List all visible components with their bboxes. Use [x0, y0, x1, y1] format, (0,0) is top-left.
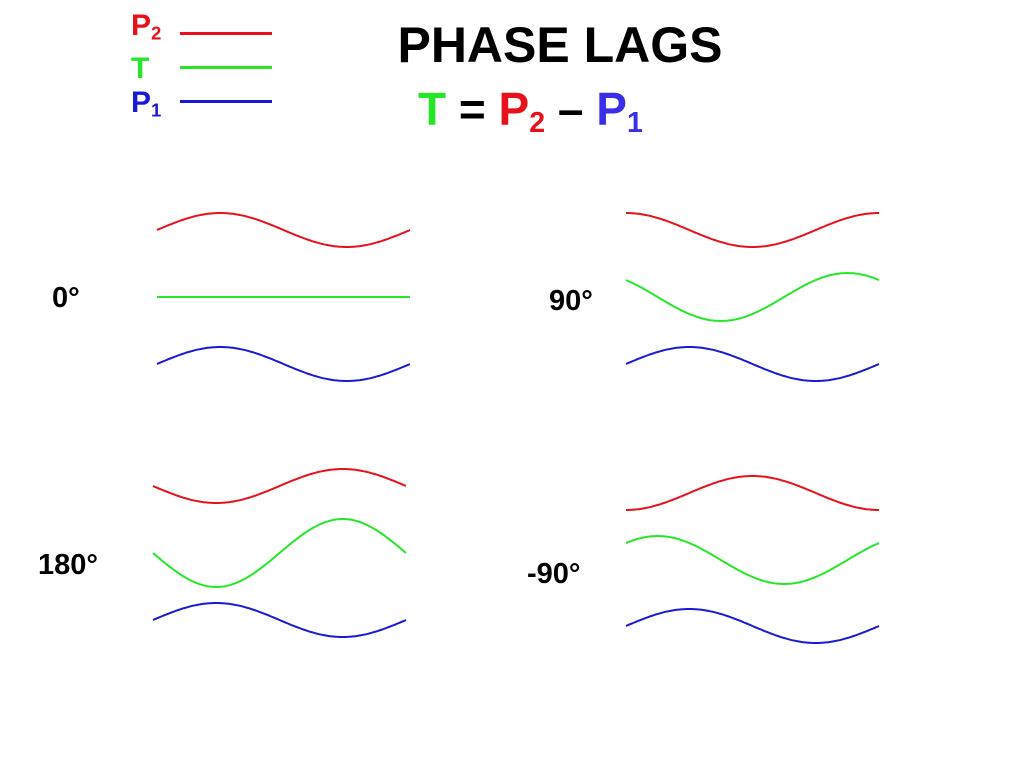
p1-wave-180: [152, 602, 407, 638]
equation-equals: =: [458, 83, 486, 135]
panel-label-180: 180°: [38, 549, 98, 581]
equation-p2: P2: [498, 83, 546, 137]
p1-wave-neg90: [625, 608, 880, 644]
t-wave-90: [625, 271, 880, 323]
t-wave-neg90: [625, 534, 880, 586]
legend-t-swatch: [180, 66, 272, 69]
equation-p1-letter: P: [596, 83, 627, 135]
legend-t-letter: T: [131, 52, 150, 85]
equation-p2-subscript: 2: [529, 107, 546, 140]
t-wave-180: [152, 518, 407, 588]
page-title: PHASE LAGS: [397, 17, 723, 73]
equation-p1-subscript: 1: [626, 107, 643, 140]
p1-wave-90: [625, 346, 880, 382]
panel-label-neg90: -90°: [527, 558, 581, 590]
p2-wave-neg90: [626, 475, 879, 511]
legend-p1-letter: P: [131, 86, 152, 119]
p1-wave-0: [156, 346, 411, 382]
equation-minus: –: [557, 83, 584, 135]
legend-p2-subscript: 2: [151, 22, 162, 44]
legend-p2-label: P2: [131, 9, 162, 44]
p2-wave-0: [156, 212, 411, 248]
panel-label-90: 90°: [549, 285, 593, 317]
legend-p1-label: P1: [131, 86, 162, 121]
legend-p2-letter: P: [131, 9, 152, 42]
legend-p1-swatch: [180, 100, 272, 103]
legend-t-label: T: [131, 54, 149, 84]
title-equation: T = P2 – P1: [418, 83, 643, 137]
equation-p2-letter: P: [498, 83, 530, 135]
p2-wave-180: [152, 468, 407, 504]
equation-t: T: [418, 83, 447, 135]
panel-label-0: 0°: [52, 282, 80, 314]
legend-p1-subscript: 1: [151, 99, 162, 121]
equation-p1: P1: [596, 83, 643, 137]
p2-wave-90: [626, 212, 879, 248]
legend-p2-swatch: [180, 32, 272, 35]
